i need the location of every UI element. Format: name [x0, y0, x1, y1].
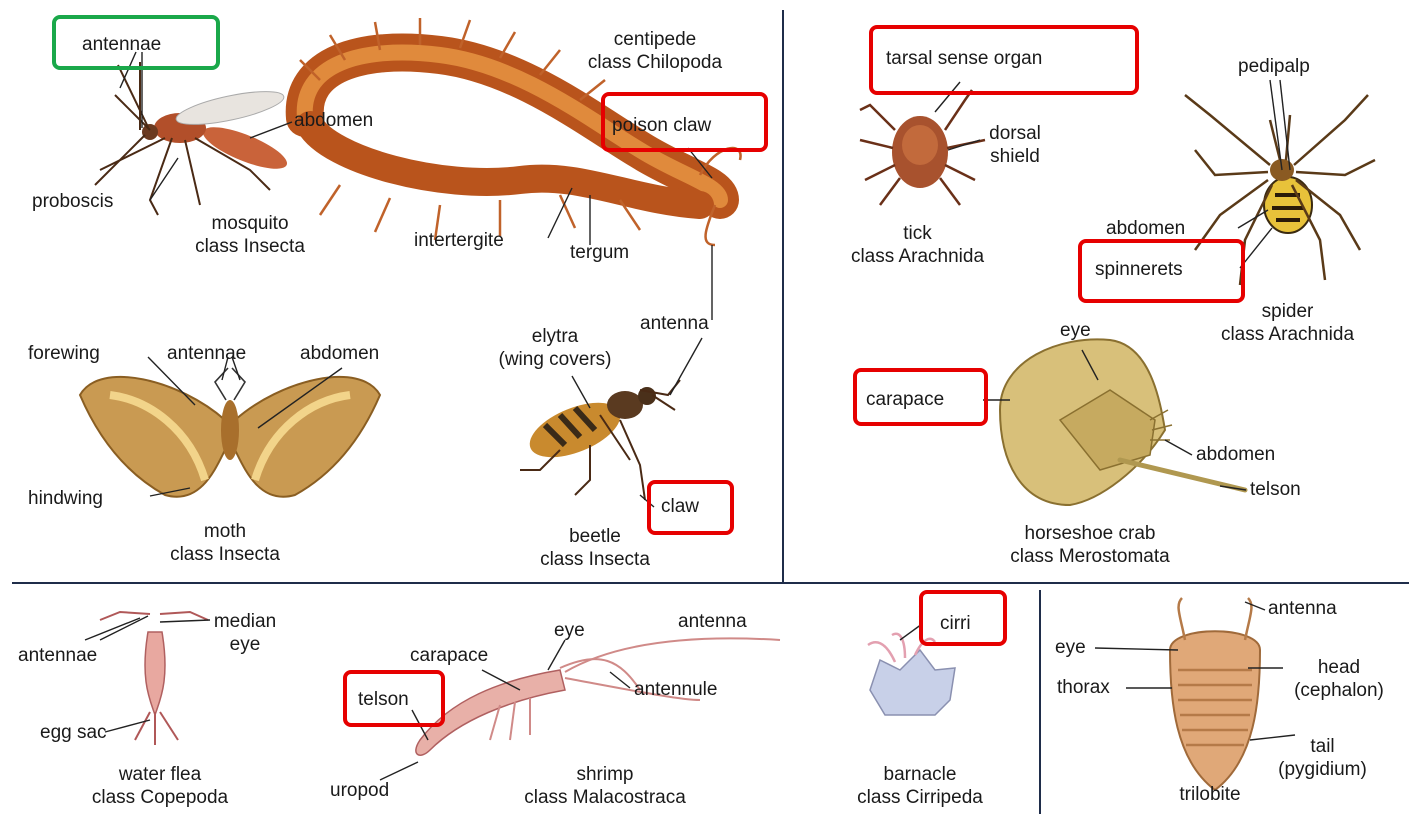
caption-shrimp: shrimp class Malacostraca — [480, 763, 730, 809]
caption-name: moth — [135, 520, 315, 543]
label-shield: shield — [965, 145, 1065, 168]
caption-class: class Copepoda — [55, 786, 265, 809]
label-shrimp-antenna: antenna — [678, 611, 747, 633]
label-water-flea-egg-sac: egg sac — [40, 722, 107, 744]
caption-class: class Merostomata — [975, 545, 1205, 568]
caption-class: class Insecta — [505, 548, 685, 571]
label-dorsal: dorsal — [965, 122, 1065, 145]
caption-name: tick — [815, 222, 1020, 245]
label-centipede-tergum: tergum — [570, 242, 629, 264]
highlight-box-poison-claw — [601, 92, 768, 152]
label-trilobite-eye: eye — [1055, 637, 1086, 659]
highlight-box-green-antennae — [52, 15, 220, 70]
label-mosquito-proboscis: proboscis — [32, 191, 113, 213]
caption-centipede: centipede class Chilopoda — [550, 28, 760, 74]
caption-spider: spider class Arachnida — [1185, 300, 1390, 346]
label-trilobite-antenna: antenna — [1268, 598, 1337, 620]
label-tail: tail — [1265, 735, 1380, 758]
label-shrimp-antennule: antennule — [634, 679, 717, 701]
caption-moth: moth class Insecta — [135, 520, 315, 566]
caption-water-flea: water flea class Copepoda — [55, 763, 265, 809]
trilobite-illustration — [1170, 598, 1260, 790]
label-trilobite-head: head (cephalon) — [1283, 656, 1395, 702]
highlight-box-tarsal-sense-organ — [869, 25, 1139, 95]
label-pygidium: (pygidium) — [1265, 758, 1380, 781]
label-elytra: elytra — [465, 325, 645, 348]
caption-class: class Insecta — [165, 235, 335, 258]
caption-name: barnacle — [825, 763, 1015, 786]
label-mosquito-abdomen: abdomen — [294, 110, 373, 132]
highlight-box-cirri — [919, 590, 1007, 646]
label-shrimp-eye: eye — [554, 620, 585, 642]
label-trilobite-tail: tail (pygidium) — [1265, 735, 1380, 781]
caption-name: shrimp — [480, 763, 730, 786]
caption-trilobite: trilobite — [1150, 783, 1270, 806]
caption-name: horseshoe crab — [975, 522, 1205, 545]
highlight-box-claw — [647, 480, 734, 535]
label-horseshoe-crab-abdomen: abdomen — [1196, 444, 1275, 466]
caption-name: centipede — [550, 28, 760, 51]
label-centipede-antenna: antenna — [640, 313, 709, 335]
caption-class: class Chilopoda — [550, 51, 760, 74]
label-head: head — [1283, 656, 1395, 679]
label-trilobite-thorax: thorax — [1057, 677, 1110, 699]
caption-class: class Cirripeda — [825, 786, 1015, 809]
label-tick-dorsal-shield: dorsal shield — [965, 122, 1065, 168]
label-horseshoe-crab-telson: telson — [1250, 479, 1301, 501]
label-moth-antennae: antennae — [167, 343, 246, 365]
label-centipede-intertergite: intertergite — [414, 230, 504, 252]
caption-class: class Arachnida — [1185, 323, 1390, 346]
label-cephalon: (cephalon) — [1283, 679, 1395, 702]
highlight-box-carapace — [853, 368, 988, 426]
caption-mosquito: mosquito class Insecta — [165, 212, 335, 258]
caption-name: water flea — [55, 763, 265, 786]
caption-name: spider — [1185, 300, 1390, 323]
caption-class: class Insecta — [135, 543, 315, 566]
label-median: median — [205, 610, 285, 633]
highlight-box-telson — [343, 670, 445, 727]
label-eye: eye — [205, 633, 285, 656]
label-water-flea-antennae: antennae — [18, 645, 97, 667]
caption-tick: tick class Arachnida — [815, 222, 1020, 268]
label-beetle-elytra: elytra (wing covers) — [465, 325, 645, 371]
label-moth-hindwing: hindwing — [28, 488, 103, 510]
moth-illustration — [80, 368, 380, 497]
label-spider-pedipalp: pedipalp — [1238, 56, 1310, 78]
mosquito-illustration — [95, 62, 292, 215]
horseshoe-crab-illustration — [1000, 339, 1245, 505]
label-moth-abdomen: abdomen — [300, 343, 379, 365]
label-shrimp-carapace: carapace — [410, 645, 488, 667]
label-spider-abdomen: abdomen — [1106, 218, 1185, 240]
caption-horseshoe-crab: horseshoe crab class Merostomata — [975, 522, 1205, 568]
highlight-box-spinnerets — [1078, 239, 1245, 303]
caption-class: class Malacostraca — [480, 786, 730, 809]
label-horseshoe-crab-eye: eye — [1060, 320, 1091, 342]
caption-name: trilobite — [1150, 783, 1270, 806]
caption-name: mosquito — [165, 212, 335, 235]
label-wing-covers: (wing covers) — [465, 348, 645, 371]
label-moth-forewing: forewing — [28, 343, 100, 365]
label-water-flea-median-eye: median eye — [205, 610, 285, 656]
label-shrimp-uropod: uropod — [330, 780, 389, 802]
caption-barnacle: barnacle class Cirripeda — [825, 763, 1015, 809]
caption-class: class Arachnida — [815, 245, 1020, 268]
